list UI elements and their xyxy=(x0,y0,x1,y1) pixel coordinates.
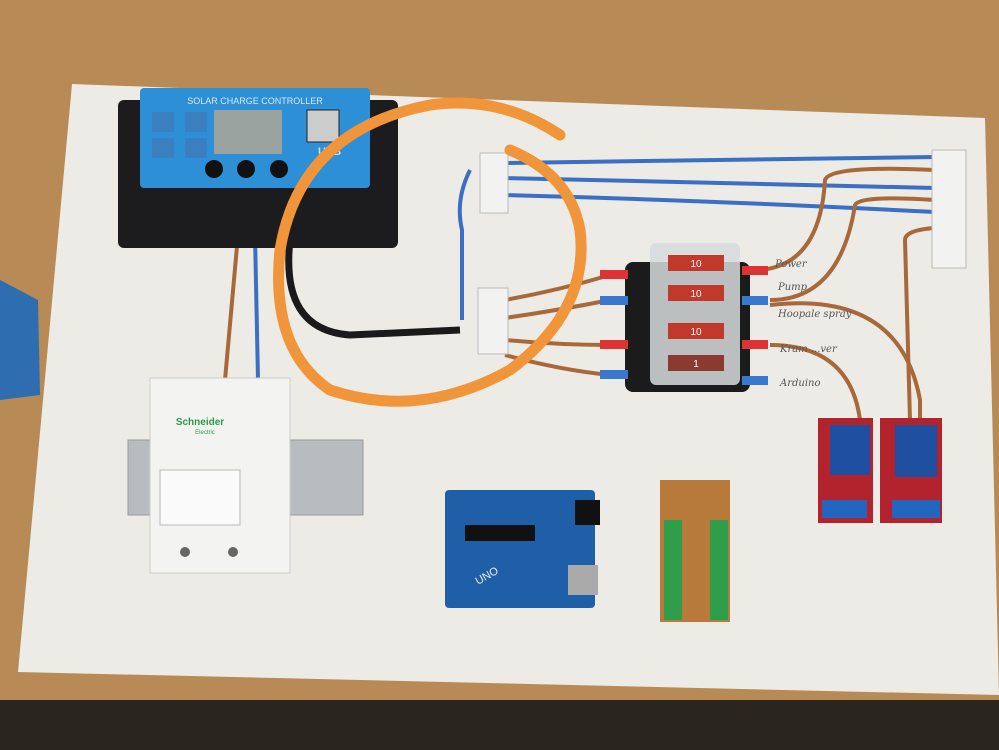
highlight-circle xyxy=(273,97,587,407)
terminal-block-right xyxy=(931,149,967,269)
arduino-pcb xyxy=(445,490,595,608)
label-misc: Kram ...ver xyxy=(779,344,838,355)
lock-icon xyxy=(185,138,207,158)
label-arduino: Arduino xyxy=(779,378,821,389)
breaker-brand: Schneider xyxy=(176,417,224,428)
down-button xyxy=(270,160,288,178)
lcd-screen xyxy=(214,110,282,154)
fuse-1 xyxy=(668,255,724,271)
fuse-2-rating: 10 xyxy=(690,289,702,300)
fuse-2 xyxy=(668,285,724,301)
clock-icon xyxy=(152,138,174,158)
microcontroller-chip xyxy=(465,525,535,541)
black-cable xyxy=(285,239,461,339)
relay-module-1 xyxy=(818,418,873,523)
fuse-3-rating: 10 xyxy=(690,327,702,338)
floor-shadow xyxy=(0,700,999,750)
usb-port xyxy=(306,109,340,143)
screw-terminal-right xyxy=(710,520,728,620)
fuse-3 xyxy=(668,323,724,339)
terminal-block-top xyxy=(479,152,509,214)
screw-terminal-left xyxy=(664,520,682,620)
spade-connectors xyxy=(600,266,768,385)
label-power: Power xyxy=(774,259,808,270)
fuse-4 xyxy=(668,355,724,371)
blue-paper xyxy=(0,280,40,400)
label-pump: Pump xyxy=(777,282,808,293)
breaker-brand-sub: Electric xyxy=(195,430,215,436)
up-button xyxy=(237,160,255,178)
gear-icon xyxy=(185,112,207,132)
fuse-1-rating: 10 xyxy=(690,259,702,270)
circuit-breaker: Schneider Electric xyxy=(149,377,291,574)
label-spray: Hoopale spray xyxy=(777,309,852,320)
menu-button xyxy=(205,160,223,178)
mppt-icon xyxy=(152,112,174,132)
breaker-toggle xyxy=(159,469,241,526)
power-jack xyxy=(575,500,600,525)
usb-b-port xyxy=(568,565,598,595)
arduino-board: UNO xyxy=(445,490,600,608)
terminal-block-middle xyxy=(477,287,509,355)
fuse-4-rating: 1 xyxy=(693,359,699,370)
solar-charge-controller: SOLAR CHARGE CONTROLLER USB xyxy=(118,88,398,248)
fuse-box: 10 10 10 1 xyxy=(625,243,750,392)
relay-module-2 xyxy=(880,418,942,523)
controller-title: SOLAR CHARGE CONTROLLER xyxy=(187,96,323,106)
fuse-box-cover xyxy=(650,243,740,385)
